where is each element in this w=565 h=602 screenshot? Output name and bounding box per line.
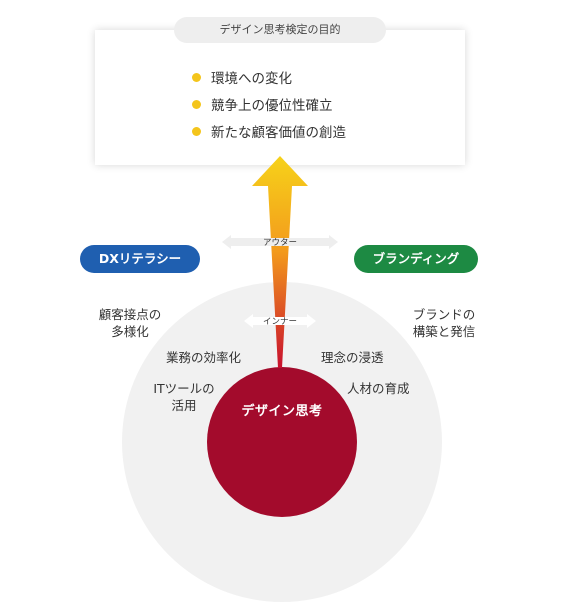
dx-item-line: 業務の効率化 [166, 350, 242, 365]
up-arrow-icon [252, 156, 308, 368]
bullet-dot-icon [192, 72, 201, 82]
purpose-item: 競争上の優位性確立 [192, 94, 333, 114]
bullet-dot-icon [192, 99, 201, 109]
double-arrow-icon [222, 235, 338, 249]
dx-literacy-pill: DXリテラシー [80, 245, 200, 273]
branding-item: 理念の浸透 [321, 349, 384, 366]
branding-item-line: 理念の浸透 [321, 350, 384, 365]
dx-item: 顧客接点の 多様化 [80, 306, 180, 340]
branding-item: 人材の育成 [347, 380, 410, 397]
dx-item-line: 活用 [171, 398, 197, 413]
branding-item-line: 構築と発信 [412, 324, 476, 339]
branding-item-line: 人材の育成 [347, 381, 410, 396]
double-arrow-icon [244, 314, 316, 328]
branding-pill: ブランディング [354, 245, 478, 273]
bullet-dot-icon [192, 126, 201, 136]
dx-item-line: ITツールの [153, 381, 215, 396]
branding-item: ブランドの 構築と発信 [384, 306, 504, 340]
purpose-item-text: 競争上の優位性確立 [211, 98, 333, 114]
purpose-item: 環境への変化 [192, 67, 292, 87]
purpose-title: デザイン思考検定の目的 [174, 17, 386, 43]
purpose-item: 新たな顧客価値の創造 [192, 121, 346, 141]
core-label: デザイン思考 [241, 404, 323, 419]
dx-item: ITツールの 活用 [134, 380, 234, 414]
purpose-item-text: 環境への変化 [211, 71, 292, 87]
inner-label: インナー [262, 317, 297, 327]
dx-item-line: 多様化 [111, 324, 149, 339]
purpose-item-text: 新たな顧客価値の創造 [211, 125, 346, 141]
purpose-box [95, 30, 465, 165]
branding-item-line: ブランドの [412, 307, 476, 322]
outer-label: アウター [262, 238, 297, 248]
dx-item-line: 顧客接点の [98, 307, 162, 322]
dx-item: 業務の効率化 [166, 349, 241, 366]
